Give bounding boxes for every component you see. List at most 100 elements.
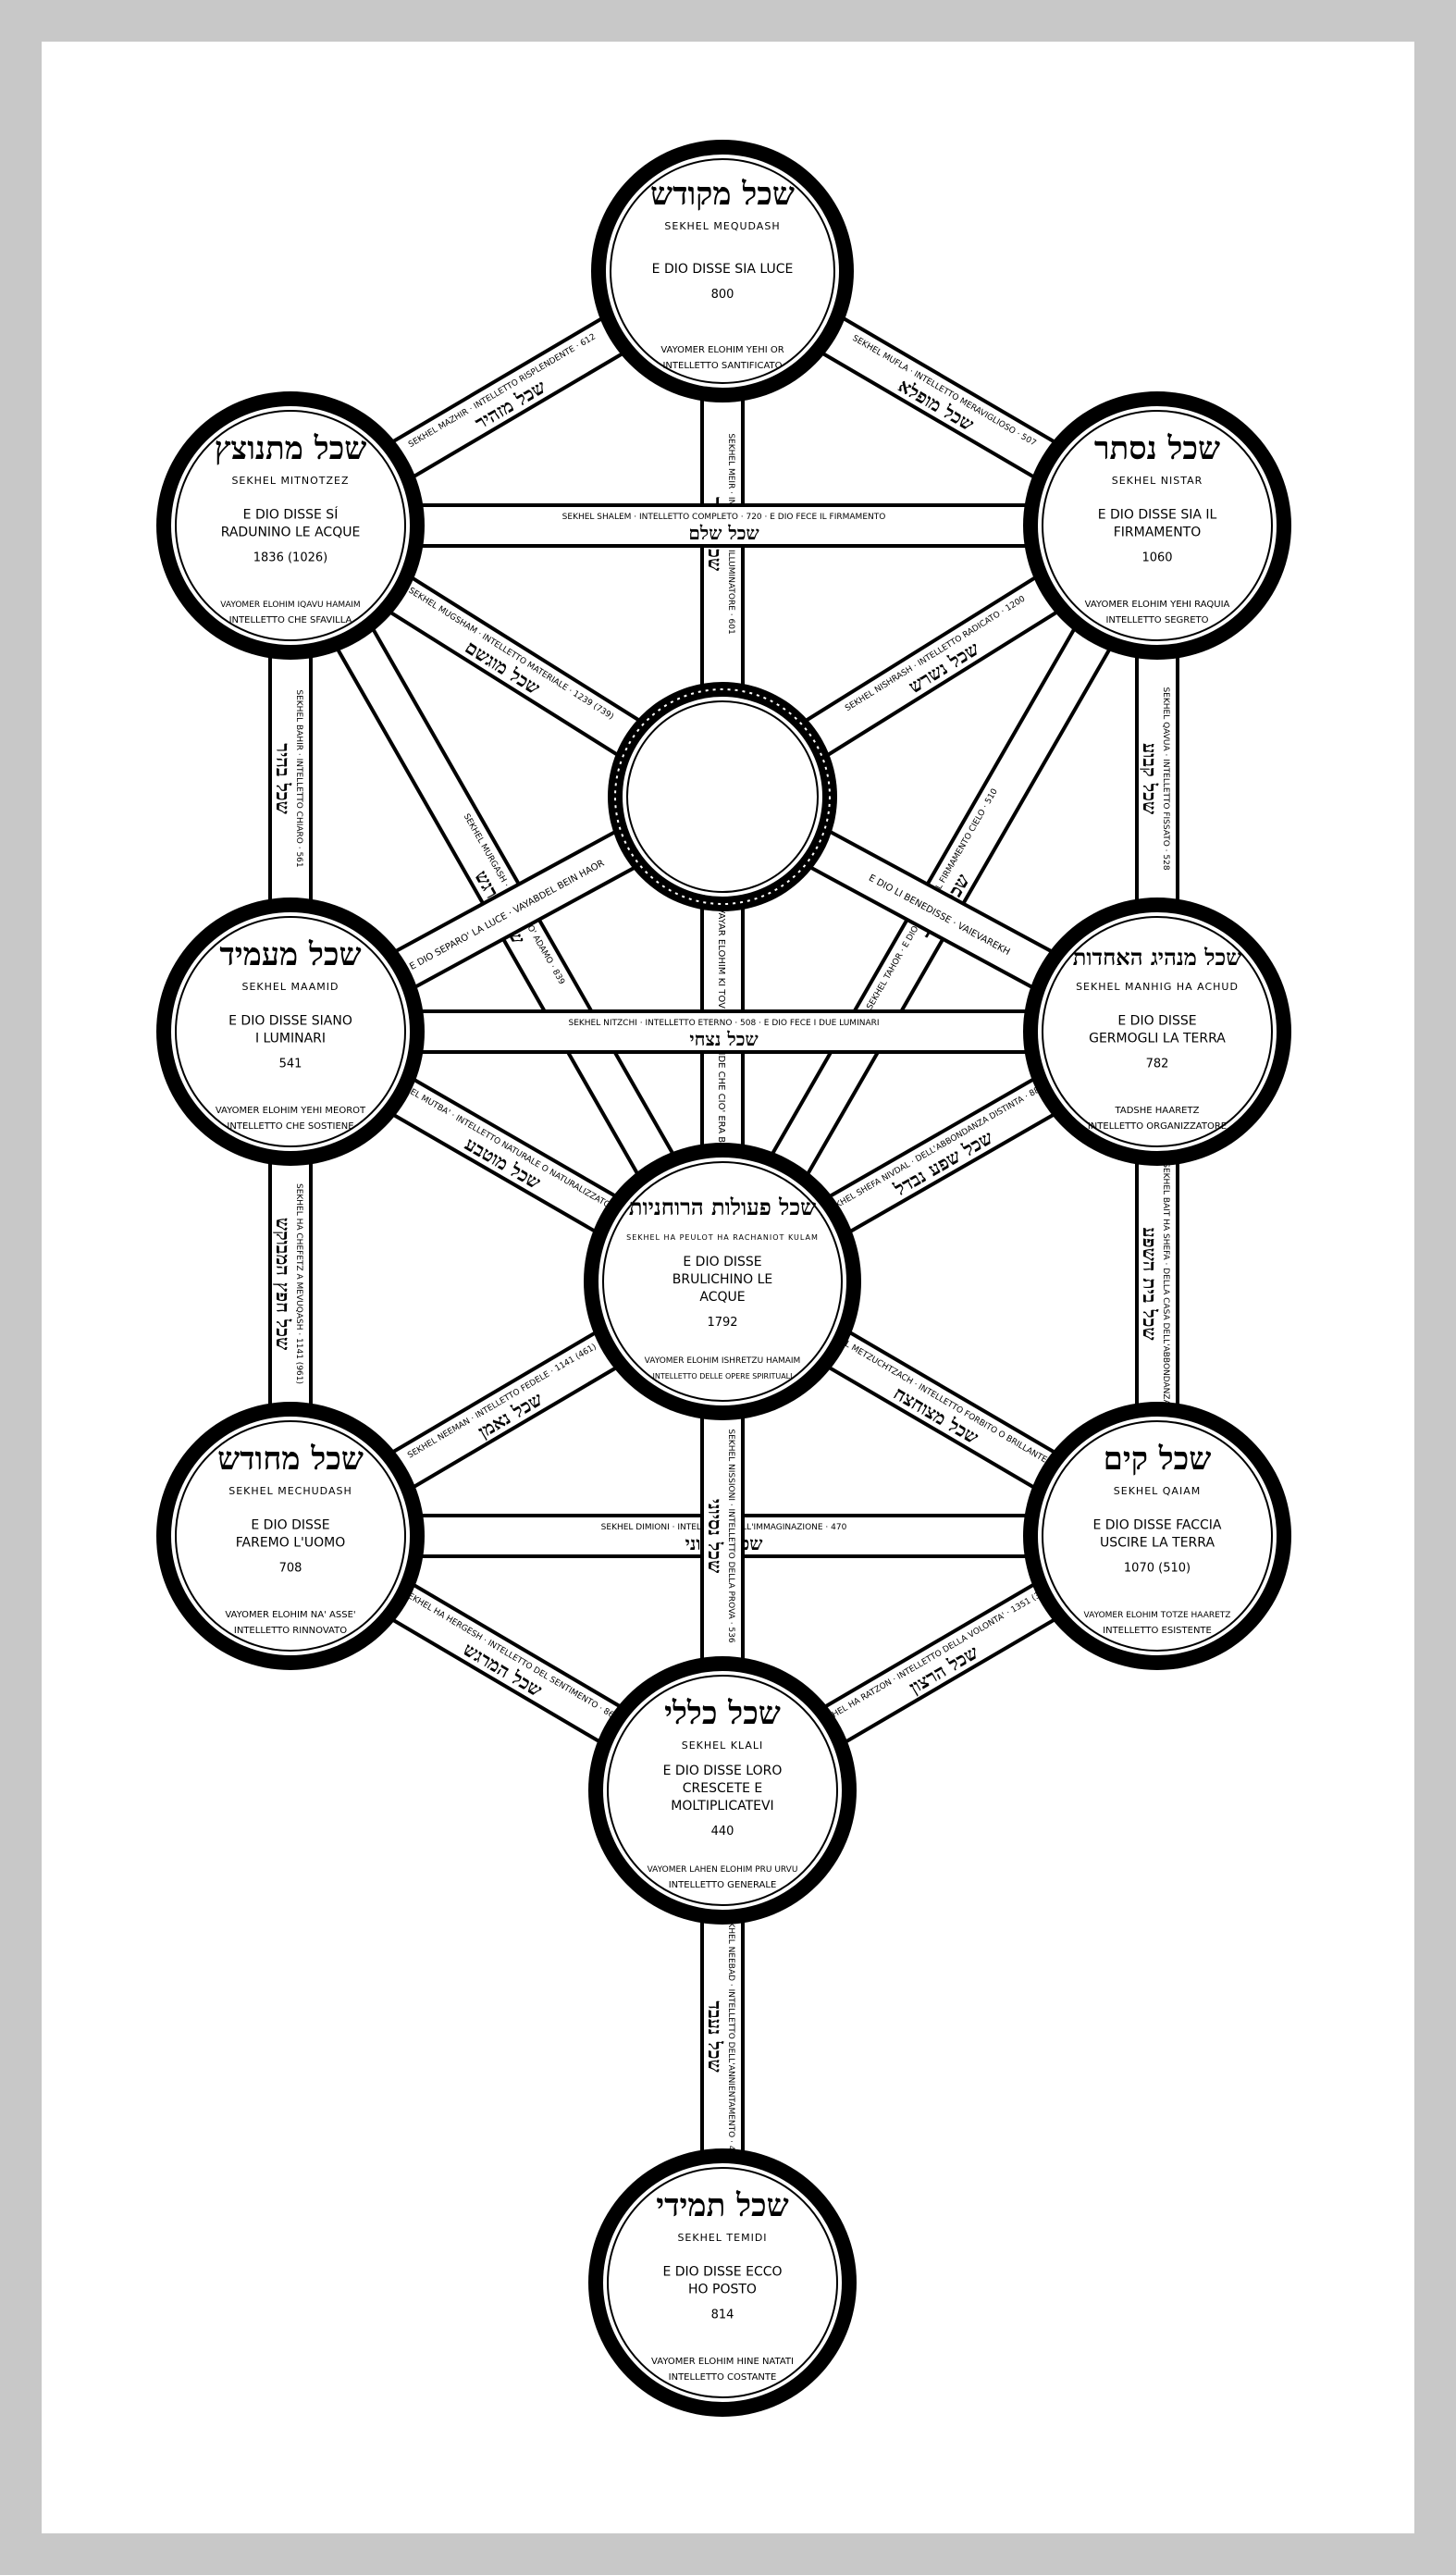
sefira-phrase: FIRMAMENTO	[1114, 526, 1202, 540]
sefira-inner	[606, 155, 839, 388]
sefira-number: 782	[1146, 1058, 1169, 1071]
path-description: SEKHEL QAVUA · INTELLETTO FISSATO · 528	[1161, 687, 1170, 870]
sefira-sekhel: SEKHEL NISTAR	[1112, 475, 1203, 487]
sefira-inner	[603, 2163, 842, 2402]
sefira-intelletto: INTELLETTO ORGANIZZATORE	[1088, 1121, 1227, 1132]
sefira-number: 1070 (510)	[1124, 1562, 1191, 1576]
sefira-inner-line	[175, 1420, 406, 1652]
sefira-transliteration: VAYOMER ELOHIM IQAVU HAMAIM	[220, 600, 360, 610]
sefira-transliteration: VAYOMER ELOHIM NA' ASSE'	[225, 1610, 355, 1620]
sefira-intelletto: INTELLETTO SANTIFICATO	[662, 361, 782, 371]
sefira-intelletto: INTELLETTO RINNOVATO	[234, 1626, 347, 1636]
sefira-intelletto: INTELLETTO GENERALE	[669, 1880, 777, 1890]
sefira-transliteration: VAYOMER ELOHIM YEHI MEOROT	[216, 1106, 366, 1116]
sefira-inner-line	[1042, 916, 1273, 1147]
sefira-phrase: E DIO DISSE SIA IL	[1098, 508, 1217, 523]
sefira-phrase: E DIO DISSE SÍ	[243, 507, 339, 523]
sefira-sekhel: SEKHEL MITNOTZEZ	[231, 475, 349, 487]
sefira-inner	[171, 406, 410, 645]
sefira-intelletto: INTELLETTO COSTANTE	[669, 2372, 777, 2383]
sefira-inner-line	[175, 916, 406, 1147]
sefira-inner	[1038, 1417, 1277, 1655]
sefira-middle-left: שכל מעמיד SEKHEL MAAMID E DIO DISSE SIANO I…	[156, 898, 425, 1166]
sefira-sekhel: SEKHEL KLALI	[682, 1739, 763, 1752]
sefira-upper-right: שכל נסתר SEKHEL NISTAR E DIO DISSE SIA IL F…	[1023, 391, 1291, 660]
sefira-phrase: ACQUE	[699, 1290, 745, 1305]
sefira-number: 708	[279, 1562, 302, 1576]
path-hebrew-name: שכל בהיר	[272, 743, 294, 813]
sefira-number: 1836 (1026)	[253, 551, 327, 565]
sefira-number: 541	[279, 1058, 302, 1071]
sefira-intelletto: INTELLETTO ESISTENTE	[1103, 1626, 1212, 1636]
path-hebrew-name: שכל חפץ המבוקש	[272, 1218, 294, 1350]
sefira-sekhel: SEKHEL MECHUDASH	[228, 1485, 352, 1497]
sefira-inner-line	[607, 2167, 838, 2398]
sefira-inner	[1038, 406, 1277, 645]
sefira-hebrew-name: שכל מנהיג האחדות	[1073, 944, 1241, 971]
path-hebrew-name: שכל נעבד	[704, 2000, 726, 2072]
sefira-transliteration: VAYOMER ELOHIM HINE NATATI	[651, 2357, 794, 2367]
sefira-intelletto: INTELLETTO CHE SFAVILLA	[229, 615, 352, 625]
path-description: SEKHEL HA CHEFETZ A MEVUQASH · 1141 (961…	[294, 1183, 303, 1384]
sefira-phrase: E DIO DISSE	[683, 1255, 761, 1269]
sefira-inner-line	[1042, 410, 1273, 641]
sefira-inner-line	[1042, 1420, 1273, 1652]
sefira-hebrew-name: שכל תמידי	[656, 2187, 789, 2224]
path-description: SEKHEL NEEBAD · INTELLETTO DELL'ANNIENTA…	[726, 1912, 735, 2161]
sefira-number: 814	[711, 2309, 734, 2322]
sefira-intelletto: INTELLETTO SEGRETO	[1105, 615, 1208, 625]
sefira-hebrew-name: שכל מחודש	[217, 1441, 364, 1478]
sefira-phrase: MOLTIPLICATEVI	[671, 1799, 773, 1814]
sefira-phrase: HO POSTO	[688, 2283, 757, 2297]
path-hebrew-name: שכל שלם	[688, 522, 759, 544]
sefira-transliteration: TADSHE HAARETZ	[1115, 1106, 1200, 1116]
sefira-hebrew-name: שכל מעמיד	[219, 936, 361, 973]
sefira-inner	[1038, 912, 1277, 1151]
sefira-inner	[171, 1417, 410, 1655]
sefira-inner-line	[607, 1675, 838, 1906]
sefira-hebrew-name: שכל כללי	[664, 1695, 781, 1732]
sefira-sekhel: SEKHEL MAAMID	[241, 981, 339, 993]
sefira-phrase: USCIRE LA TERRA	[1100, 1536, 1215, 1551]
sefira-phrase: FAREMO L'UOMO	[236, 1536, 345, 1551]
sefira-center-small	[608, 682, 837, 911]
sefira-phrase: BRULICHINO LE	[672, 1272, 773, 1287]
sefira-phrase: GERMOGLI LA TERRA	[1089, 1032, 1226, 1046]
sefira-hebrew-name: שכל פעולות הרוחניות	[629, 1194, 816, 1220]
sefira-inner-line	[610, 158, 835, 384]
sefira-phrase: E DIO DISSE	[251, 1518, 329, 1533]
path-description: SEKHEL NITZCHI · INTELLETTO ETERNO · 508…	[568, 1019, 879, 1028]
sefira-hebrew-name: שכל נסתר	[1094, 430, 1220, 467]
sefira-transliteration: VAYOMER ELOHIM ISHRETZU HAMAIM	[645, 1356, 801, 1366]
sefira-upper-left: שכל מתנוצץ SEKHEL MITNOTZEZ E DIO DISSE SÍ…	[156, 391, 425, 660]
path-hebrew-name: שכל נצחי	[689, 1028, 758, 1050]
sefira-number: 1792	[707, 1316, 737, 1330]
path-description: SEKHEL BAIT HA SHEFA · DELLA CASA DELL'A…	[1161, 1162, 1170, 1405]
hatched-rim	[614, 688, 831, 905]
sefira-inner	[598, 1158, 846, 1405]
path-hebrew-name: שכל נסיוני	[704, 1499, 726, 1573]
sefira-phrase: E DIO DISSE SIANO	[228, 1014, 352, 1029]
sefira-phrase: E DIO DISSE LORO	[663, 1764, 783, 1778]
path-hebrew-name: שכל קבוע	[1139, 743, 1161, 814]
sefira-number: 440	[711, 1825, 734, 1838]
sefira-phrase: E DIO DISSE SIA LUCE	[652, 262, 794, 277]
sefira-intelletto: INTELLETTO CHE SOSTIENE	[227, 1121, 353, 1132]
sefira-transliteration: VAYOMER LAHEN ELOHIM PRU URVU	[648, 1865, 798, 1875]
path-hebrew-name: שכל בית השפע	[1139, 1227, 1161, 1340]
sefira-phrase: CRESCETE E	[683, 1781, 763, 1796]
sefira-inner-line	[175, 410, 406, 641]
sefira-lower-left: שכל מחודש SEKHEL MECHUDASH E DIO DISSE FARE…	[156, 1402, 425, 1670]
sefira-intelletto: INTELLETTO DELLE OPERE SPIRITUALI	[653, 1372, 793, 1380]
sefira-hebrew-name: שכל מתנוצץ	[215, 430, 367, 467]
